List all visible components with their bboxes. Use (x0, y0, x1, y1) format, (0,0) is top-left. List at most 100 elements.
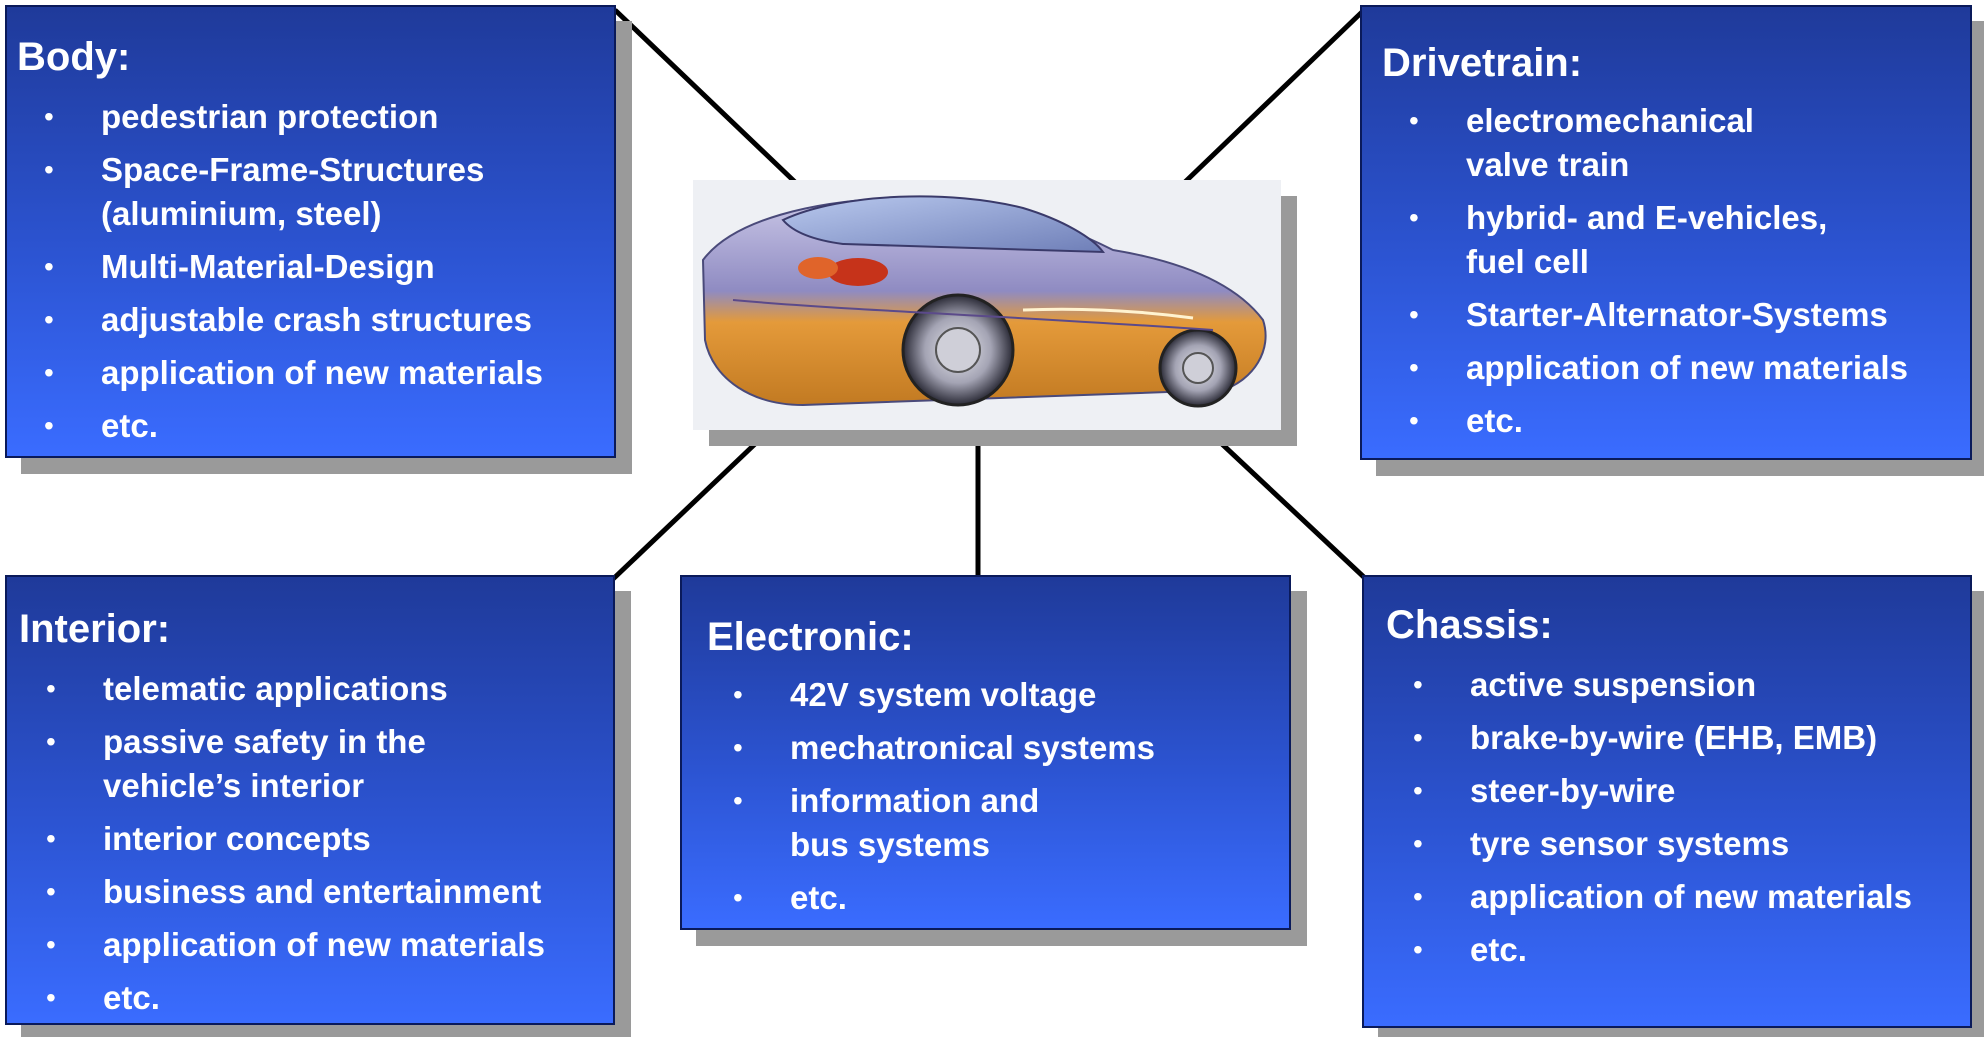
bullet-icon: • (44, 154, 54, 185)
electronic-list: • 42V system voltage • mechatronical syste… (733, 673, 1280, 929)
list-item-text: bus systems (790, 826, 990, 863)
list-item: • tyre sensor systems (1413, 822, 1970, 866)
list-item-text: adjustable crash structures (101, 301, 532, 338)
bullet-icon: • (1409, 202, 1419, 233)
connector-chassis (1220, 442, 1369, 582)
bullet-icon: • (1409, 299, 1419, 330)
list-item-text: mechatronical systems (790, 729, 1156, 766)
chassis-list: • active suspension • brake-by-wire (EHB, … (1413, 663, 1970, 981)
list-item-text: valve train (1466, 146, 1630, 183)
bullet-icon: • (46, 876, 56, 907)
bullet-icon: • (44, 410, 54, 441)
bullet-icon: • (1413, 881, 1423, 912)
list-item-text: brake-by-wire (EHB, EMB) (1470, 719, 1878, 756)
list-item-text: application of new materials (101, 354, 543, 391)
list-item-text: fuel cell (1466, 243, 1589, 280)
body-list: •pedestrian protection •Space-Frame-Stru… (44, 95, 611, 457)
list-item-text: Space-Frame-Structures (101, 151, 485, 188)
list-item-text: application of new materials (1466, 349, 1908, 386)
list-item-text: active suspension (1470, 666, 1757, 703)
bullet-icon: • (44, 251, 54, 282)
list-item-text: interior concepts (103, 820, 371, 857)
bullet-icon: • (1413, 775, 1423, 806)
list-item-text: telematic applications (103, 670, 448, 707)
list-item: • telematic applications (46, 667, 613, 711)
list-item-text: application of new materials (1470, 878, 1912, 915)
interior-list: • telematic applications • passive safety … (46, 667, 613, 1029)
interior-box: Interior: • telematic applications • passi… (5, 575, 615, 1025)
list-item: •application of new materials (1409, 346, 1966, 390)
list-item: • etc. (44, 404, 611, 448)
bullet-icon: • (1413, 722, 1423, 753)
list-item-text: etc. (1466, 402, 1523, 439)
list-item: • electromechanical valve train (1409, 99, 1966, 187)
list-item-text: application of new materials (103, 926, 545, 963)
interior-title: Interior: (19, 607, 171, 651)
bullet-icon: • (46, 823, 56, 854)
list-item: • passive safety in the vehicle’s interior (46, 720, 613, 808)
list-item: • business and entertainment (46, 870, 613, 914)
bullet-icon: • (733, 785, 743, 816)
list-item: • interior concepts (46, 817, 613, 861)
list-item-text: passive safety in the (103, 723, 426, 760)
bullet-icon: • (733, 732, 743, 763)
list-item: • etc. (1409, 399, 1966, 443)
list-item-text: vehicle’s interior (103, 767, 365, 804)
body-box: Body: •pedestrian protection •Space-Fram… (5, 5, 616, 458)
list-item-text: tyre sensor systems (1470, 825, 1790, 862)
list-item: • etc. (1413, 928, 1970, 972)
bullet-icon: • (44, 304, 54, 335)
bullet-icon: • (1413, 934, 1423, 965)
list-item: • Starter-Alternator-Systems (1409, 293, 1966, 337)
list-item: •application of new materials (44, 351, 611, 395)
electronic-title: Electronic: (707, 615, 914, 659)
list-item-text: Starter-Alternator-Systems (1466, 296, 1888, 333)
electronic-box: Electronic: • 42V system voltage • mechatr… (680, 575, 1291, 930)
car-sketch-icon (693, 180, 1281, 430)
bullet-icon: • (1413, 669, 1423, 700)
list-item-text: hybrid- and E-vehicles, (1466, 199, 1828, 236)
list-item: • etc. (46, 976, 613, 1020)
list-item-text: electromechanical (1466, 102, 1754, 139)
connector-body (613, 8, 797, 184)
list-item: • adjustable crash structures (44, 298, 611, 342)
bullet-icon: • (733, 679, 743, 710)
bullet-icon: • (1409, 405, 1419, 436)
list-item-text: pedestrian protection (101, 98, 439, 135)
list-item: •steer-by-wire (1413, 769, 1970, 813)
bullet-icon: • (1413, 828, 1423, 859)
chassis-box: Chassis: • active suspension • brake-by-wi… (1362, 575, 1972, 1028)
bullet-icon: • (733, 882, 743, 913)
list-item-text: 42V system voltage (790, 676, 1097, 713)
list-item-text: etc. (101, 407, 158, 444)
bullet-icon: • (1409, 105, 1419, 136)
list-item: • Multi-Material-Design (44, 245, 611, 289)
drivetrain-box: Drivetrain: • electromechanical valve trai… (1360, 5, 1972, 460)
list-item: • 42V system voltage (733, 673, 1280, 717)
list-item-text: Multi-Material-Design (101, 248, 435, 285)
body-title: Body: (17, 35, 131, 79)
list-item: • hybrid- and E-vehicles, fuel cell (1409, 196, 1966, 284)
list-item: • Space-Frame-Structures (aluminium, steel… (44, 148, 611, 236)
connector-drivetrain (1183, 10, 1364, 184)
list-item-text: etc. (1470, 931, 1527, 968)
connector-interior (610, 442, 757, 582)
bullet-icon: • (46, 673, 56, 704)
list-item: •pedestrian protection (44, 95, 611, 139)
list-item-text: etc. (103, 979, 160, 1016)
drivetrain-title: Drivetrain: (1382, 41, 1583, 85)
list-item-text: (aluminium, steel) (101, 195, 382, 232)
bullet-icon: • (46, 726, 56, 757)
drivetrain-list: • electromechanical valve train • hybrid- a… (1409, 99, 1966, 452)
chassis-title: Chassis: (1386, 603, 1553, 647)
list-item-text: business and entertainment (103, 873, 542, 910)
list-item: •application of new materials (46, 923, 613, 967)
list-item: • mechatronical systems (733, 726, 1280, 770)
list-item-text: etc. (790, 879, 847, 916)
bullet-icon: • (46, 982, 56, 1013)
list-item: • etc. (733, 876, 1280, 920)
car-sketch-image (693, 180, 1281, 430)
list-item: • application of new materials (1413, 875, 1970, 919)
